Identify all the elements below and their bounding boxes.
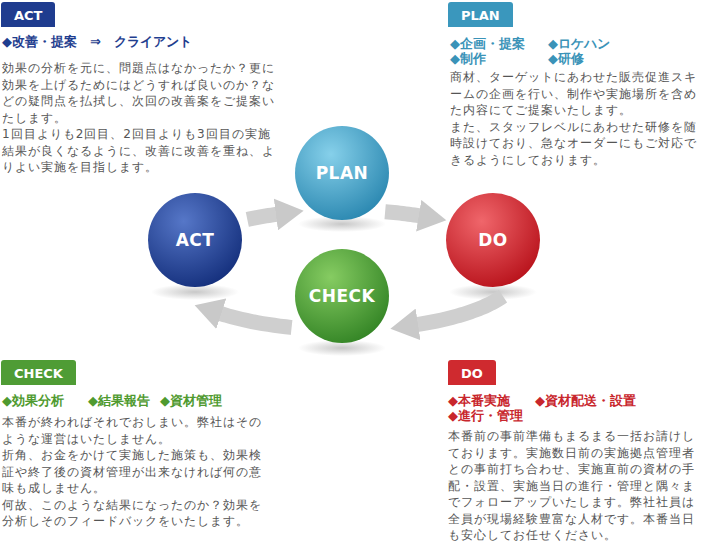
cycle-arrow	[247, 214, 280, 220]
body-text: 何故、このような結果になったのか？効果を分析しそのフィードバックをいたします。	[2, 497, 268, 530]
item-heading: ◆結果報告	[88, 393, 150, 408]
circle-text: PLAN	[316, 163, 369, 183]
cycle-circle: PLAN	[294, 125, 390, 221]
item-heading: ◆効果分析	[2, 393, 64, 408]
body-text: 本番が終わればそれでおしまい。弊社はそのような運営はいたしません。	[2, 414, 268, 447]
item-heading: ◆企画・提案	[450, 36, 525, 51]
item-heading: ◆改善・提案 ⇒ クライアント	[2, 34, 192, 49]
circle-label-box: PLAN	[294, 125, 390, 221]
item-heading: ◆進行・管理	[448, 408, 523, 423]
circle-text: CHECK	[309, 286, 375, 306]
cycle-circle: CHECK	[294, 248, 390, 344]
item-heading: ◆制作	[450, 51, 486, 66]
circle-fill	[148, 193, 242, 287]
circle-fill	[446, 193, 540, 287]
body-text: 1回目よりも2回目、2回目よりも3回目の実施結果が良くなるように、改善に改善を重…	[2, 126, 282, 176]
body-text: 折角、お金をかけて実施した施策も、効果検証や終了後の資材管理が出来なければ何の意…	[2, 447, 268, 497]
tag-text: PLAN	[461, 8, 500, 23]
item-heading: ◆本番実施	[448, 393, 510, 408]
cycle-circle: DO	[445, 192, 541, 288]
cycle-arrow	[385, 212, 423, 217]
circle-label-box: ACT	[147, 192, 243, 288]
circle-fill	[295, 249, 389, 343]
tag-text: CHECK	[14, 366, 63, 381]
circle-text: ACT	[176, 230, 215, 250]
section-tag: PLAN	[448, 2, 513, 27]
body-text: 商材、ターゲットにあわせた販売促進スキームの企画を行い、制作や実施場所を含めた内…	[450, 69, 706, 119]
item-heading: ◆資材配送・設置	[535, 393, 636, 408]
section-tag: ACT	[1, 2, 55, 27]
cycle-circle: ACT	[147, 192, 243, 288]
cycle-arrow	[414, 296, 503, 325]
item-heading: ◆ロケハン	[548, 36, 610, 51]
tag-text: DO	[461, 366, 483, 381]
cycle-arrow	[217, 313, 291, 328]
item-heading: ◆資材管理	[160, 393, 222, 408]
tag-text: ACT	[14, 8, 42, 23]
section-tag: DO	[448, 360, 496, 385]
body-text: また、スタッフレベルにあわせた研修を随時設けており、急なオーダーにもご対応できる…	[450, 119, 706, 169]
body-text: 効果の分析を元に、問題点はなかったか？更に効果を上げるためにはどうすれば良いのか…	[2, 60, 282, 126]
item-heading: ◆研修	[548, 51, 584, 66]
circle-fill	[295, 126, 389, 220]
circle-text: DO	[478, 230, 508, 250]
body-text: 本番前の事前準備もまるまる一括お請けしております。実施数日前の実施拠点管理者との…	[448, 428, 706, 544]
section-tag: CHECK	[1, 360, 76, 385]
circle-label-box: CHECK	[294, 248, 390, 344]
circle-label-box: DO	[445, 192, 541, 288]
